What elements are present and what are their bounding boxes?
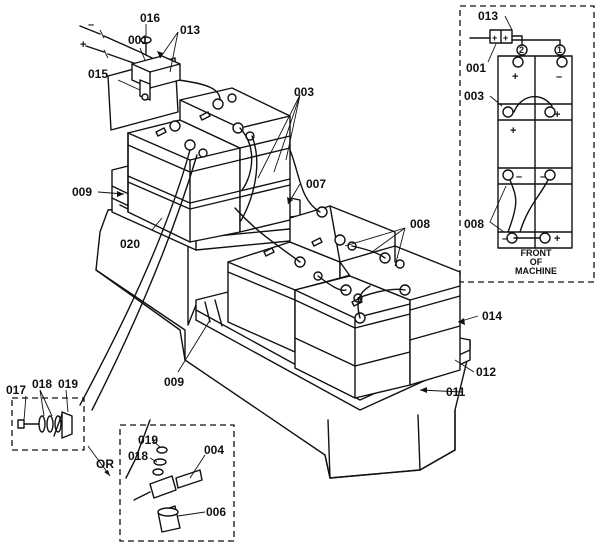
inset-terminal-b3-left: – xyxy=(516,171,522,183)
callout-006: 006 xyxy=(206,505,226,519)
rear-batteries xyxy=(127,87,291,243)
inset-connector-plus-b: + xyxy=(503,33,508,43)
rear-battery-terminals xyxy=(155,93,255,158)
inset-terminal-b3-right: – xyxy=(540,171,546,183)
terminal-detail-a xyxy=(11,397,85,451)
callout-019-a: 019 xyxy=(58,377,78,391)
inset-terminal-b1-left: + xyxy=(512,71,518,83)
callout-016: 016 xyxy=(140,11,160,25)
front-battery-terminals xyxy=(263,206,411,324)
inset-terminal-b4-left: – xyxy=(502,233,508,245)
inset-wire-label-2: 2 xyxy=(519,45,524,55)
or-label: OR xyxy=(96,457,114,471)
callout-018-a: 018 xyxy=(32,377,52,391)
inset-callout-001: 001 xyxy=(466,61,486,75)
callout-017: 017 xyxy=(6,383,26,397)
inset-terminal-b2-right: + xyxy=(554,109,560,121)
inset-terminal-b4-right: + xyxy=(554,233,560,245)
callout-020: 020 xyxy=(120,237,140,251)
connector-assembly xyxy=(131,36,181,101)
inset-callout-003: 003 xyxy=(464,89,484,103)
front-of-machine-line2: OF xyxy=(530,257,543,267)
terminal-detail-b xyxy=(119,424,235,542)
callout-labels: – + 016 013 001 015 003 007 009 020 008 … xyxy=(6,11,502,519)
callout-012: 012 xyxy=(476,365,496,379)
front-batteries xyxy=(227,205,461,399)
inset-terminal-b1-right: – xyxy=(556,71,562,83)
callout-011: 011 xyxy=(446,385,466,399)
inset-connector-plus-a: + xyxy=(492,33,497,43)
callout-007: 007 xyxy=(306,177,326,191)
wiring-schematic-inset xyxy=(459,5,595,283)
callout-013: 013 xyxy=(180,23,200,37)
inset-callout-008: 008 xyxy=(464,217,484,231)
cable-minus-label: – xyxy=(88,19,94,31)
callout-018-b: 018 xyxy=(128,449,148,463)
leader-lines xyxy=(23,24,479,517)
battery-cables xyxy=(79,25,406,479)
callout-004: 004 xyxy=(204,443,224,457)
inset-labels: 013 001 003 008 + + 2 1 + – + + – – – + … xyxy=(464,9,562,276)
callout-009-front: 009 xyxy=(164,375,184,389)
callout-009-rear: 009 xyxy=(72,185,92,199)
cable-plus-label: + xyxy=(80,39,86,51)
callout-019-b: 019 xyxy=(138,433,158,447)
inset-callout-013: 013 xyxy=(478,9,498,23)
callout-014: 014 xyxy=(482,309,502,323)
callout-015: 015 xyxy=(88,67,108,81)
front-of-machine-line1: FRONT xyxy=(521,248,552,258)
inset-terminal-b2-left: + xyxy=(510,125,516,137)
callout-001: 001 xyxy=(128,33,148,47)
callout-003: 003 xyxy=(294,85,314,99)
front-of-machine-line3: MACHINE xyxy=(515,266,557,276)
inset-wire-label-1: 1 xyxy=(557,45,562,55)
callout-008: 008 xyxy=(410,217,430,231)
